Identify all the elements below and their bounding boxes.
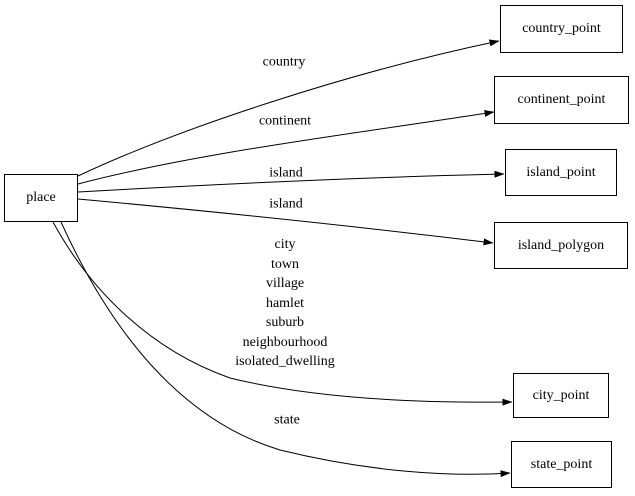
edge-place-to-city_point (52, 221, 513, 406)
edge-label-place-to-state_point: state (274, 412, 300, 428)
node-continent_point: continent_point (494, 76, 629, 124)
edge-label-place-to-country_point: country (262, 54, 306, 70)
node-island_point: island_point (505, 149, 617, 196)
edge-place-to-continent_point (77, 110, 495, 185)
edge-place-to-island_point (77, 170, 505, 193)
node-place: place (4, 174, 78, 222)
edge-label-place-to-island_polygon: island (269, 196, 303, 212)
node-state_point: state_point (511, 441, 612, 488)
node-country_point: country_point (500, 5, 623, 53)
edge-place-to-island_polygon (77, 198, 494, 246)
edge-place-to-country_point (77, 39, 500, 177)
node-city_point: city_point (513, 373, 609, 418)
edge-label-place-to-continent_point: continent (258, 113, 312, 129)
edge-place-to-state_point (60, 221, 511, 478)
node-island_polygon: island_polygon (494, 222, 628, 269)
edge-label-place-to-city_point: city town village hamlet suburb neighbou… (235, 236, 335, 369)
edge-label-place-to-island_point: island (269, 165, 303, 181)
